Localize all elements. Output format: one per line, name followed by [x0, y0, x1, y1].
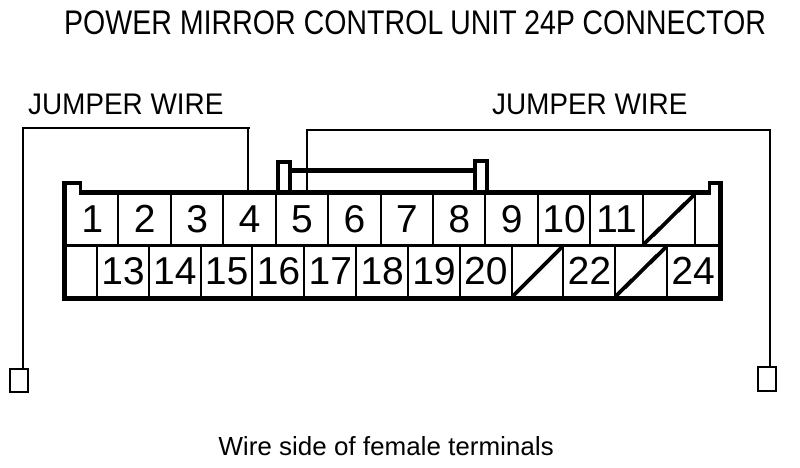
terminal-cell-13: 13: [98, 247, 150, 296]
jumper-wire-left-to-terminal: [247, 127, 249, 194]
terminal-cell-18: 18: [357, 247, 409, 296]
terminal-cell-19: 19: [409, 247, 461, 296]
jumper-pin-left: [276, 160, 292, 194]
terminal-cell-16: 16: [253, 247, 306, 296]
caption: Wire side of female terminals: [218, 431, 554, 461]
terminal-cell-7: 7: [382, 195, 434, 244]
terminal-cell-6: 6: [329, 195, 382, 244]
jumper-wire-right-vertical: [769, 129, 771, 368]
terminal-cell-5: 5: [277, 195, 330, 244]
jumper-wire-right-horizontal: [306, 129, 771, 131]
terminal-cell-3: 3: [172, 195, 225, 244]
terminal-cell-2: 2: [119, 195, 172, 244]
housing-gap-right: [696, 195, 718, 244]
jumper-wire-left-vertical: [22, 127, 24, 370]
terminal-cell-14: 14: [150, 247, 202, 296]
housing-gap-left: [67, 247, 98, 296]
terminal-cell-22: 22: [564, 247, 617, 296]
jumper-probe-square-left: [9, 368, 29, 393]
connector-notch-right: [708, 181, 723, 195]
terminal-cell-blocked: [616, 247, 669, 296]
terminal-cell-17: 17: [305, 247, 358, 296]
terminal-cell-9: 9: [486, 195, 539, 244]
jumper-wire-label-left: JUMPER WIRE: [28, 88, 224, 121]
jumper-wire-right-to-terminal: [306, 129, 308, 194]
jumper-wire-left-horizontal: [22, 127, 250, 129]
terminal-cell-20: 20: [461, 247, 513, 296]
terminal-cell-15: 15: [202, 247, 254, 296]
terminal-cell-8: 8: [434, 195, 487, 244]
terminal-cell-24: 24: [671, 250, 715, 293]
terminal-cell-10: 10: [539, 195, 592, 244]
terminal-cell-4: 4: [224, 195, 277, 244]
terminal-cell-blocked: [512, 247, 565, 296]
jumper-wire-label-right: JUMPER WIRE: [492, 88, 688, 121]
jumper-wire-bar: [288, 168, 478, 173]
terminal-cell-blocked: [643, 195, 697, 244]
page-title: POWER MIRROR CONTROL UNIT 24P CONNECTOR: [64, 4, 766, 42]
terminal-cell-11: 11: [591, 195, 644, 244]
jumper-pin-right: [473, 159, 489, 194]
terminal-cell-1: 1: [67, 195, 120, 244]
jumper-probe-square-right: [757, 366, 777, 392]
connector-notch-left: [62, 181, 82, 195]
